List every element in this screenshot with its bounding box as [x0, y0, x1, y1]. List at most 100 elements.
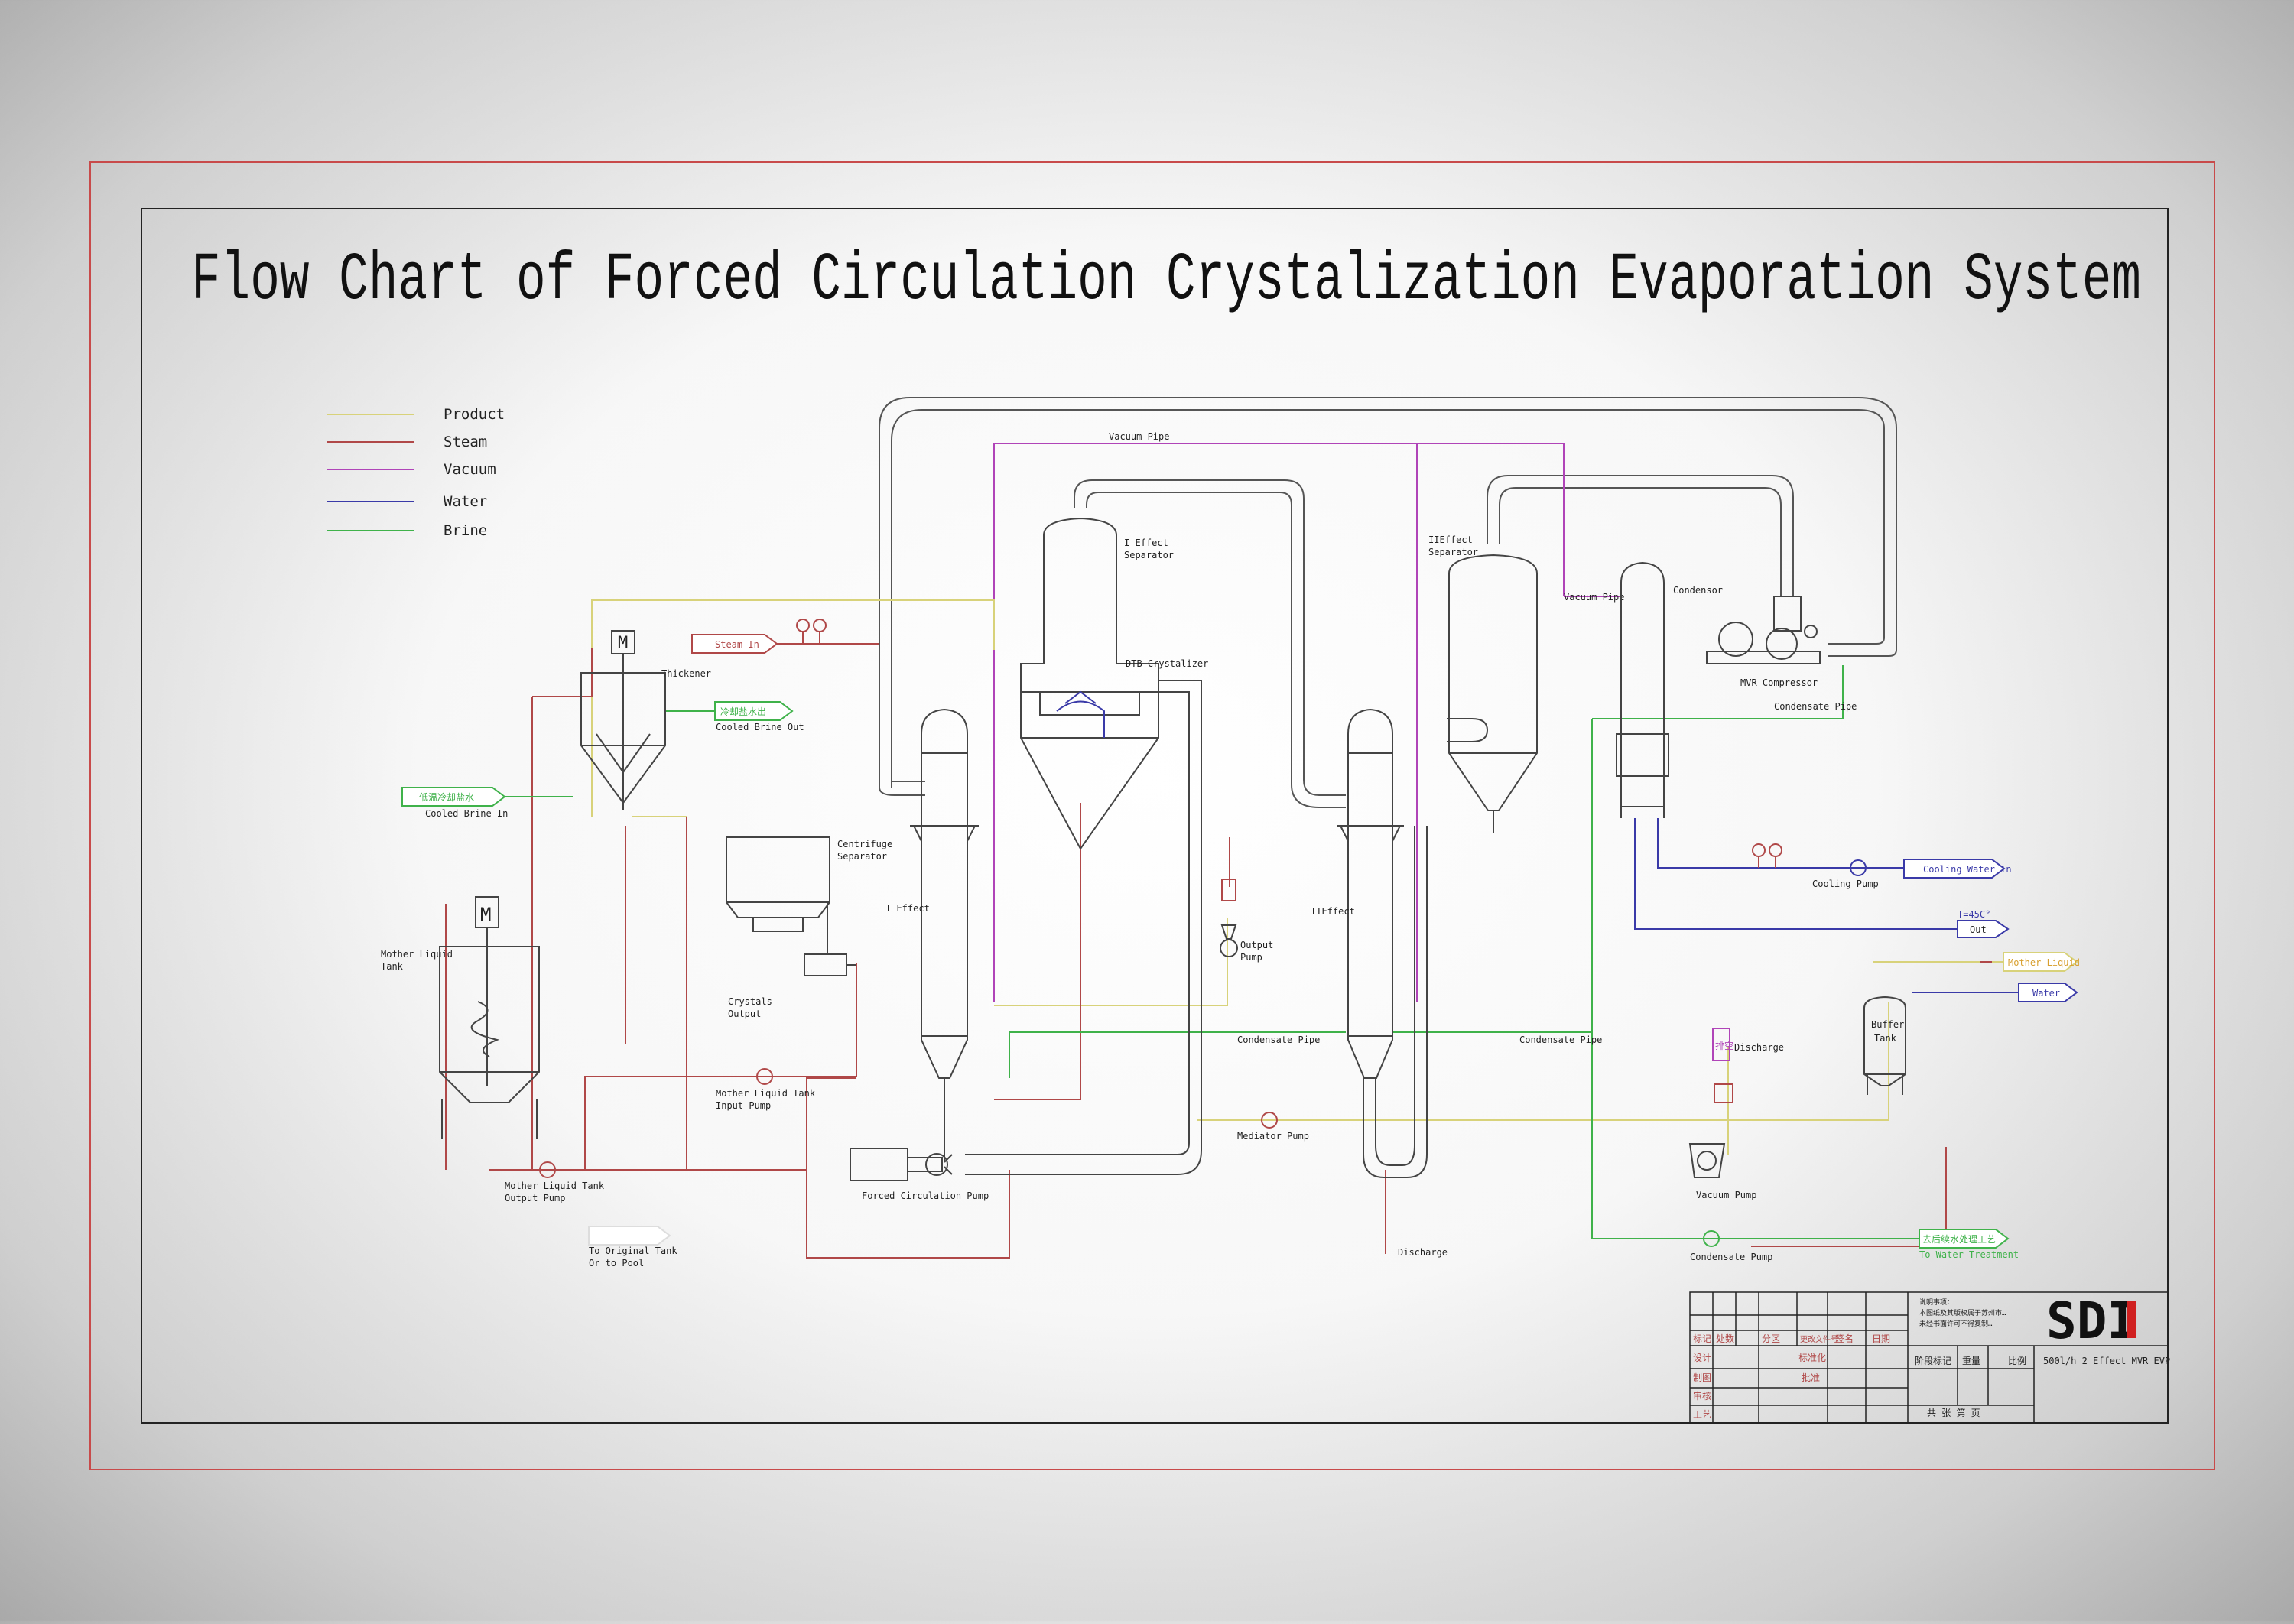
- title-block-row1-change: 更改文件号: [1800, 1334, 1838, 1344]
- t-out-tag: T=45C° Out: [1957, 909, 2010, 938]
- mother-tank-label-2: Tank: [381, 961, 404, 972]
- title-block-row1-count: 处数: [1716, 1333, 1734, 1344]
- to-original-tank-label-1: To Original Tank: [589, 1246, 677, 1256]
- title-block-scale: 比例: [2008, 1356, 2026, 1366]
- legend-label-water: Water: [444, 493, 487, 510]
- vacuum-pump-label: Vacuum Pump: [1696, 1190, 1756, 1200]
- cooled-brine-in-tag: 低温冷却盐水 Cooled Brine In: [401, 787, 508, 819]
- dtb-crystalizer: [1020, 517, 1159, 850]
- title-block-stage: 阶段标记: [1915, 1355, 1951, 1366]
- mediator-pump: [1261, 1112, 1278, 1129]
- buffer-tank: [1863, 996, 1906, 1095]
- centrifuge-separator: [726, 836, 856, 976]
- condensate-pipe-label-2: Condensate Pipe: [1519, 1034, 1602, 1045]
- title-block-approve: 批准: [1802, 1372, 1820, 1383]
- mvr-compressor: [1706, 596, 1821, 664]
- condensor-label: Condensor: [1673, 585, 1723, 596]
- centrifuge-label-1: Centrifuge: [837, 839, 892, 849]
- crystals-output-label-1: Crystals: [728, 996, 772, 1007]
- steam-in-instruments: [796, 619, 827, 644]
- title-block-note-3: 未经书面许可不得复制…: [1919, 1319, 1993, 1328]
- mother-tank-motor-symbol: M: [480, 904, 491, 925]
- steam-in-tag: Steam In: [691, 634, 778, 654]
- mother-liquid-output-pump-label-2: Output Pump: [505, 1193, 565, 1203]
- sdi-logo: SDI: [2046, 1291, 2137, 1350]
- discharge-right-label: Discharge: [1734, 1042, 1784, 1053]
- cooling-water-in-tag: Cooling Water In: [1903, 859, 2012, 879]
- condensate-pump-label: Condensate Pump: [1690, 1252, 1772, 1262]
- page-title: Flow Chart of Forced Circulation Crystal…: [191, 243, 2141, 319]
- title-block-role-design: 设计: [1693, 1353, 1711, 1363]
- effect1-heater: [910, 708, 979, 1162]
- title-block-note-1: 说明事项：: [1919, 1298, 1954, 1307]
- mother-liquid-tank: [439, 896, 540, 1139]
- title-block-row1-sign: 签名: [1835, 1333, 1854, 1344]
- cooling-water-instruments: [1752, 843, 1782, 868]
- title-block-drawing-name: 500l/h 2 Effect MVR EVP: [2043, 1356, 2170, 1366]
- vacuum-pump: [1688, 1028, 1733, 1178]
- mother-liquid-output-pump-label-1: Mother Liquid Tank: [505, 1181, 605, 1191]
- cooled-brine-out-cn: 冷却盐水出: [720, 706, 766, 717]
- title-block-role-review: 审核: [1693, 1390, 1711, 1402]
- cooled-brine-in-cn: 低温冷却盐水: [419, 792, 474, 803]
- mother-liquid-input-pump: [756, 1068, 773, 1085]
- title-block: [1689, 1291, 2169, 1424]
- water-right-tag: Water: [2018, 983, 2078, 1002]
- vacuum-pipe: [993, 443, 1621, 1002]
- effect2-label: IIEffect: [1311, 906, 1355, 917]
- mother-liquid-output-pump: [539, 1161, 556, 1178]
- legend: Product Steam Vacuum Water Brine: [327, 406, 505, 539]
- cooling-pump-label: Cooling Pump: [1812, 879, 1879, 889]
- title-block-role-draw: 制图: [1693, 1372, 1711, 1383]
- cooled-brine-out-label: Cooled Brine Out: [716, 722, 804, 732]
- buffer-tank-label-1: Buffer: [1871, 1019, 1904, 1030]
- title-block-row1-mark: 标记: [1693, 1333, 1711, 1344]
- vacuum-pipe-label-top: Vacuum Pipe: [1109, 431, 1169, 442]
- title-block-row1-zone: 分区: [1762, 1333, 1780, 1344]
- to-original-tank-label-2: Or to Pool: [589, 1258, 644, 1268]
- separator2-vapor-pipe: [1487, 475, 1794, 596]
- mother-tank-label-1: Mother Liquid: [381, 949, 453, 960]
- forced-circulation-pump: [850, 680, 1202, 1181]
- main-vapor-pipe: [879, 397, 1897, 796]
- mother-liquid-input-pump-label-2: Input Pump: [716, 1100, 771, 1111]
- effect2-separator: [1447, 554, 1538, 833]
- vacuum-pipe-label-right: Vacuum Pipe: [1564, 592, 1624, 603]
- mother-liquid-right-tag: Mother Liquid: [2003, 952, 2080, 972]
- effect1-label: I Effect: [885, 903, 930, 914]
- crystals-output-label-2: Output: [728, 1009, 761, 1019]
- water-treatment-cn: 去后续水处理工艺: [1922, 1234, 1996, 1245]
- inner-border: [141, 208, 2169, 1424]
- effect2-separator-label-1: IIEffect: [1428, 534, 1473, 545]
- separator1-vapor-pipe: [1074, 479, 1346, 808]
- title-block-std: 标准化: [1798, 1353, 1826, 1363]
- steam-in-label: Steam In: [715, 639, 759, 650]
- cooled-brine-in-label: Cooled Brine In: [425, 808, 508, 819]
- title-block-sheets: 共 张 第 页: [1927, 1408, 1980, 1418]
- forced-circulation-pump-label: Forced Circulation Pump: [862, 1190, 989, 1201]
- cooled-brine-out-tag: 冷却盐水出 Cooled Brine Out: [714, 701, 804, 732]
- brine-lines: [505, 665, 1919, 1239]
- effect2-heater: [1337, 708, 1428, 1178]
- water-treatment-tag: 去后续水处理工艺 To Water Treatment: [1919, 1229, 2019, 1260]
- mediator-pump-label: Mediator Pump: [1237, 1131, 1309, 1142]
- condensate-pump: [1703, 1230, 1720, 1247]
- title-block-role-process: 工艺: [1693, 1409, 1711, 1420]
- to-original-tank-tag: [588, 1226, 671, 1246]
- effect1-separator-label-2: Separator: [1124, 550, 1174, 560]
- t-out-label-2: Out: [1970, 924, 1987, 935]
- effect2-separator-label-2: Separator: [1428, 547, 1478, 557]
- outer-border: [89, 161, 2215, 1470]
- output-pump-label-1: Output: [1240, 940, 1273, 950]
- legend-label-steam: Steam: [444, 434, 487, 450]
- buffer-tank-label-2: Tank: [1874, 1033, 1897, 1044]
- cooling-pump: [1850, 859, 1867, 876]
- condensate-pipe-label-top: Condensate Pipe: [1774, 701, 1857, 712]
- water-right-label: Water: [2032, 988, 2060, 999]
- centrifuge-label-2: Separator: [837, 851, 887, 862]
- discharge-bottom-label: Discharge: [1398, 1247, 1448, 1258]
- title-block-note-2: 本图纸及其版权属于苏州市…: [1919, 1308, 2006, 1317]
- thickener-label: Thickener: [661, 668, 711, 679]
